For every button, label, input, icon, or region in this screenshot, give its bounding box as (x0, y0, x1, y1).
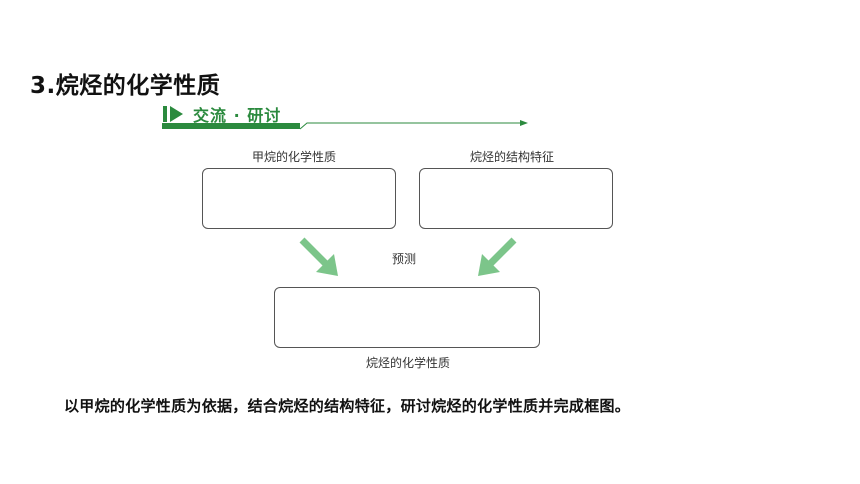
banner-label: 交流 · 研讨 (193, 106, 282, 125)
methane-properties-box[interactable] (202, 168, 396, 229)
caption-prediction: 预测 (392, 252, 417, 266)
arrow-down-left-icon (478, 237, 517, 276)
alkane-structure-box[interactable] (419, 168, 613, 229)
alkane-properties-box[interactable] (274, 287, 540, 348)
section-title: 3.烷烃的化学性质 (30, 73, 221, 99)
caption-methane-properties: 甲烷的化学性质 (252, 150, 337, 164)
caption-alkane-properties: 烷烃的化学性质 (366, 356, 451, 370)
banner-underline (162, 120, 528, 130)
instruction-text: 以甲烷的化学性质为依据，结合烷烃的结构特征，研讨烷烃的化学性质并完成框图。 (64, 397, 631, 415)
play-flag-icon (163, 106, 183, 122)
arrow-down-right-icon (299, 237, 338, 276)
caption-alkane-structure: 烷烃的结构特征 (470, 150, 555, 164)
